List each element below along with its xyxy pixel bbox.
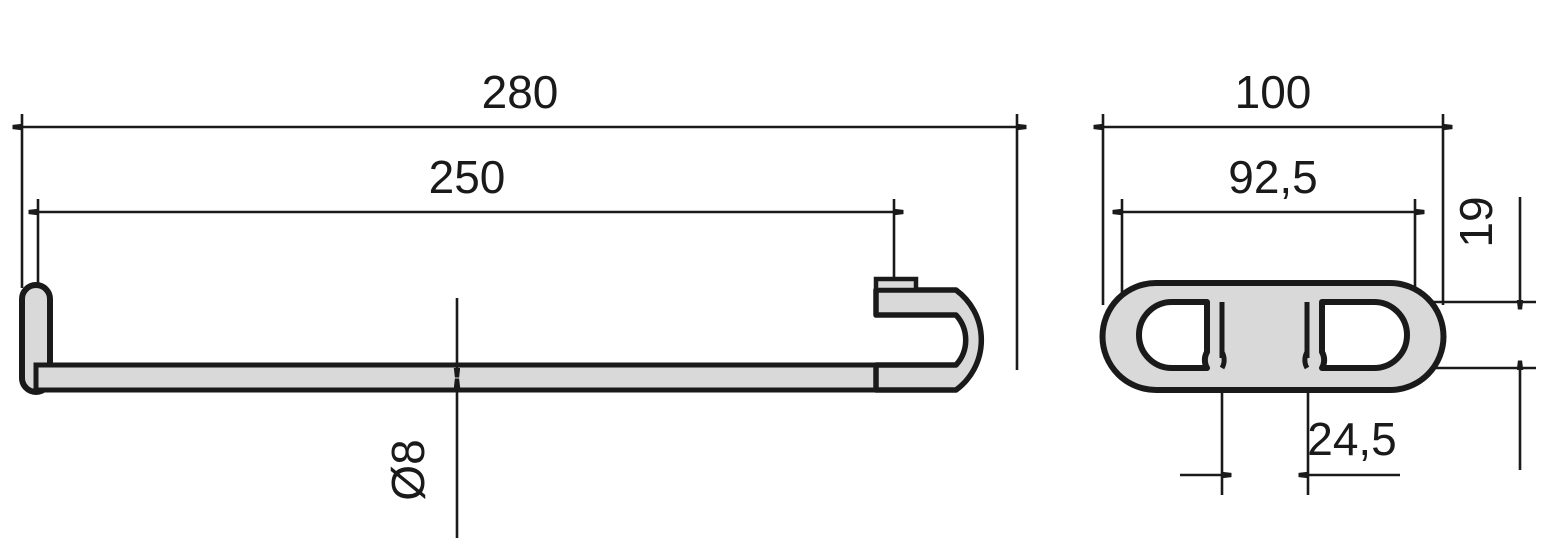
fin-left-tip <box>1219 350 1227 370</box>
dimension-overall-length: 280 <box>22 66 1017 127</box>
dimension-slot-gap: 24,5 <box>1180 413 1400 475</box>
side-view-group: 280 250 Ø8 <box>22 66 1017 538</box>
dim-label-diameter: Ø8 <box>382 439 434 500</box>
side-view-extension-lines <box>20 114 1019 370</box>
fin-right-tip <box>1302 350 1310 370</box>
dimension-bar-diameter: Ø8 <box>382 298 457 538</box>
dimension-section-height: 19 <box>1450 196 1520 470</box>
hook-top-tab <box>873 276 919 293</box>
dim-label-19: 19 <box>1450 196 1502 247</box>
section-outer-shell <box>1099 280 1447 393</box>
main-horizontal-bar <box>33 362 943 393</box>
dim-label-280: 280 <box>482 66 559 118</box>
dim-label-92-5: 92,5 <box>1228 151 1318 203</box>
section-view-group: 100 92,5 19 <box>1102 66 1536 495</box>
part-cross-section <box>1099 280 1447 393</box>
dimension-inner-length: 250 <box>38 151 894 212</box>
dim-label-250: 250 <box>429 151 506 203</box>
part-side-profile <box>19 276 985 395</box>
right-hook-band <box>873 287 985 393</box>
dim-label-24-5: 24,5 <box>1307 413 1397 465</box>
dimension-section-inner-width: 92,5 <box>1122 151 1415 212</box>
dimension-section-width: 100 <box>1103 66 1443 127</box>
dim-label-100: 100 <box>1235 66 1312 118</box>
